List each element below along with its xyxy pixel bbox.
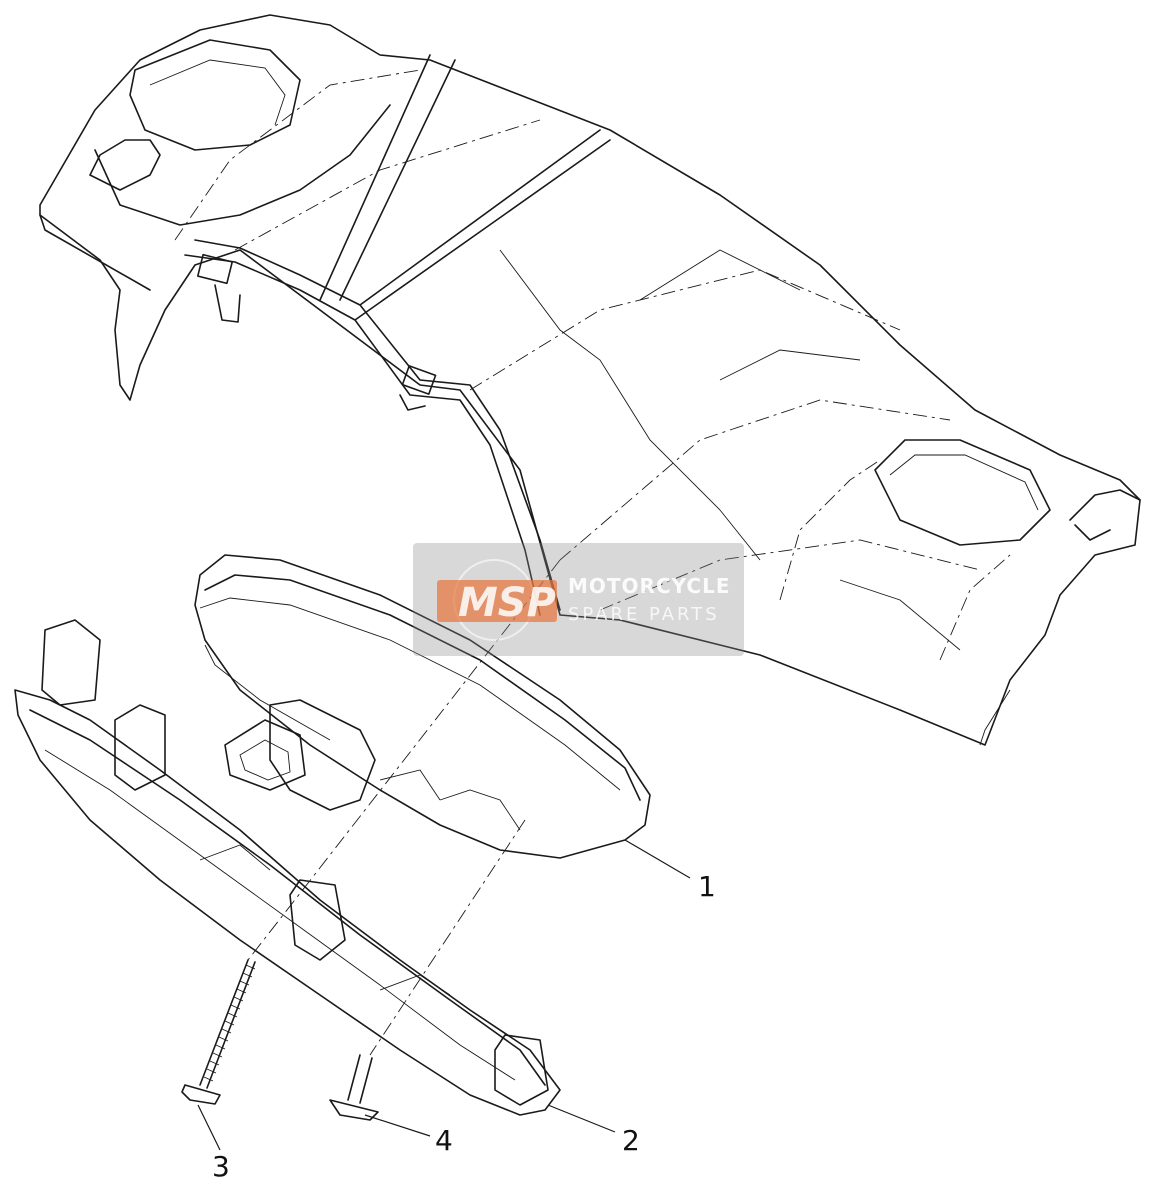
leader-line-4 — [364, 1114, 431, 1137]
watermark-line-2: SPARE PARTS — [568, 604, 720, 625]
callout-2: 2 — [622, 1124, 640, 1157]
watermark: MSP MOTORCYCLE SPARE PARTS — [413, 543, 744, 656]
watermark-line-1: MOTORCYCLE — [568, 574, 730, 598]
callout-4: 4 — [435, 1124, 453, 1157]
leader-line-3 — [197, 1104, 221, 1151]
handlebar-cover — [39, 14, 1141, 746]
mounting-bracket — [14, 619, 561, 1116]
watermark-logo: MSP — [458, 580, 556, 626]
callout-3: 3 — [212, 1150, 230, 1183]
center-line-b — [369, 819, 526, 1056]
center-line-a — [247, 559, 561, 961]
leader-line-2 — [547, 1104, 616, 1133]
short-screw — [329, 1054, 379, 1121]
long-screw — [181, 959, 256, 1105]
leader-line-1 — [624, 839, 691, 879]
callout-1: 1 — [698, 870, 716, 903]
